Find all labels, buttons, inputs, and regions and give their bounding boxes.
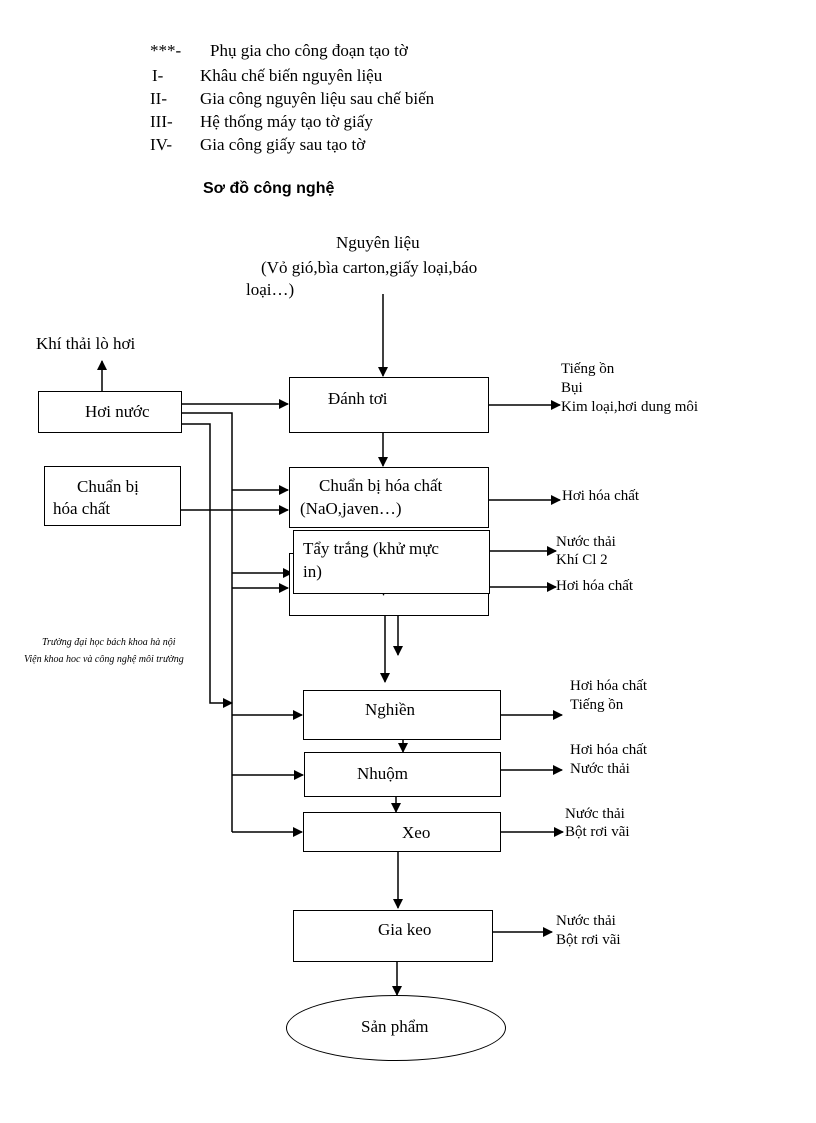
product-label: Sản phẩm: [361, 1017, 429, 1036]
output-nhuom: Hơi hóa chất: [570, 742, 648, 758]
list-item: Gia công giấy sau tạo tờ: [200, 135, 366, 154]
chem-prep-left-line1: Chuẩn bị: [77, 477, 139, 496]
output-chem-prep: Hơi hóa chất: [562, 488, 640, 504]
list-item: Khâu chế biến nguyên liệu: [200, 66, 383, 85]
output-nghien: Tiếng ồn: [570, 697, 624, 713]
output-nhuom: Nước thải: [570, 761, 630, 777]
product-ellipse: Sản phẩm: [286, 995, 506, 1061]
output-xeo: Bột rơi vãi: [565, 824, 630, 840]
step-bleach-line1: Tẩy trắng (khử mực: [303, 539, 439, 558]
list-item-number: IV-: [150, 135, 173, 154]
output-danh-toi: Tiếng ồn: [561, 361, 615, 377]
step-nhuom-label: Nhuộm: [357, 764, 408, 783]
input-desc-cont: loại…): [246, 280, 295, 299]
step-bleach: Tẩy trắng (khử mực in): [293, 530, 490, 594]
chem-prep-left-box: Chuẩn bị hóa chất: [44, 466, 181, 526]
output-bleach: Khí Cl 2: [556, 552, 608, 568]
output-bleach: Nước thải: [556, 534, 616, 550]
output-danh-toi: Bụi: [561, 380, 583, 396]
step-xeo-label: Xeo: [402, 823, 431, 842]
list-item-number: I-: [152, 66, 164, 85]
step-chem-prep: Chuẩn bị hóa chất (NaO,javen…): [289, 467, 489, 528]
step-nghien-label: Nghiền: [365, 700, 416, 719]
list-item-number: III-: [150, 112, 173, 131]
star-text: Phụ gia cho công đoạn tạo tờ: [210, 41, 408, 60]
steam-box: Hơi nước: [38, 391, 182, 433]
step-danh-toi-label: Đánh tơi: [328, 389, 388, 408]
step-gia-keo-label: Gia keo: [378, 920, 432, 939]
chem-prep-left-line2: hóa chất: [53, 499, 111, 518]
input-label: Nguyên liệu: [336, 233, 420, 252]
step-nhuom: Nhuộm: [304, 752, 501, 797]
input-desc: (Vỏ gió,bìa carton,giấy loại,báo: [261, 258, 478, 277]
output-gia-keo: Bột rơi vãi: [556, 932, 621, 948]
steam-exhaust-label: Khí thải lò hơi: [36, 334, 136, 353]
output-gia-keo: Nước thải: [556, 913, 616, 929]
steam-label: Hơi nước: [85, 402, 150, 421]
step-chem-prep-line2: (NaO,javen…): [300, 499, 402, 518]
output-danh-toi: Kim loại,hơi dung môi: [561, 399, 699, 415]
output-nghien: Hơi hóa chất: [570, 678, 648, 694]
step-xeo: Xeo: [303, 812, 501, 852]
step-danh-toi: Đánh tơi: [289, 377, 489, 433]
star-marker: ***-: [150, 41, 182, 60]
step-bleach-line2: in): [303, 562, 322, 581]
list-item: Gia công nguyên liệu sau chế biến: [200, 89, 435, 108]
step-nghien: Nghiền: [303, 690, 501, 740]
output-xeo: Nước thải: [565, 806, 625, 822]
step-gia-keo: Gia keo: [293, 910, 493, 962]
step-chem-prep-line1: Chuẩn bị hóa chất: [319, 476, 443, 495]
output-wash: Hơi hóa chất: [556, 578, 634, 594]
list-item: Hệ thống máy tạo tờ giấy: [200, 112, 373, 131]
list-item-number: II-: [150, 89, 167, 108]
watermark-institute: Viện khoa hoc và công nghệ môi trường: [24, 654, 184, 665]
section-title: Sơ đồ công nghệ: [203, 180, 335, 197]
watermark-university: Trường đại học bách khoa hà nội: [42, 637, 176, 648]
